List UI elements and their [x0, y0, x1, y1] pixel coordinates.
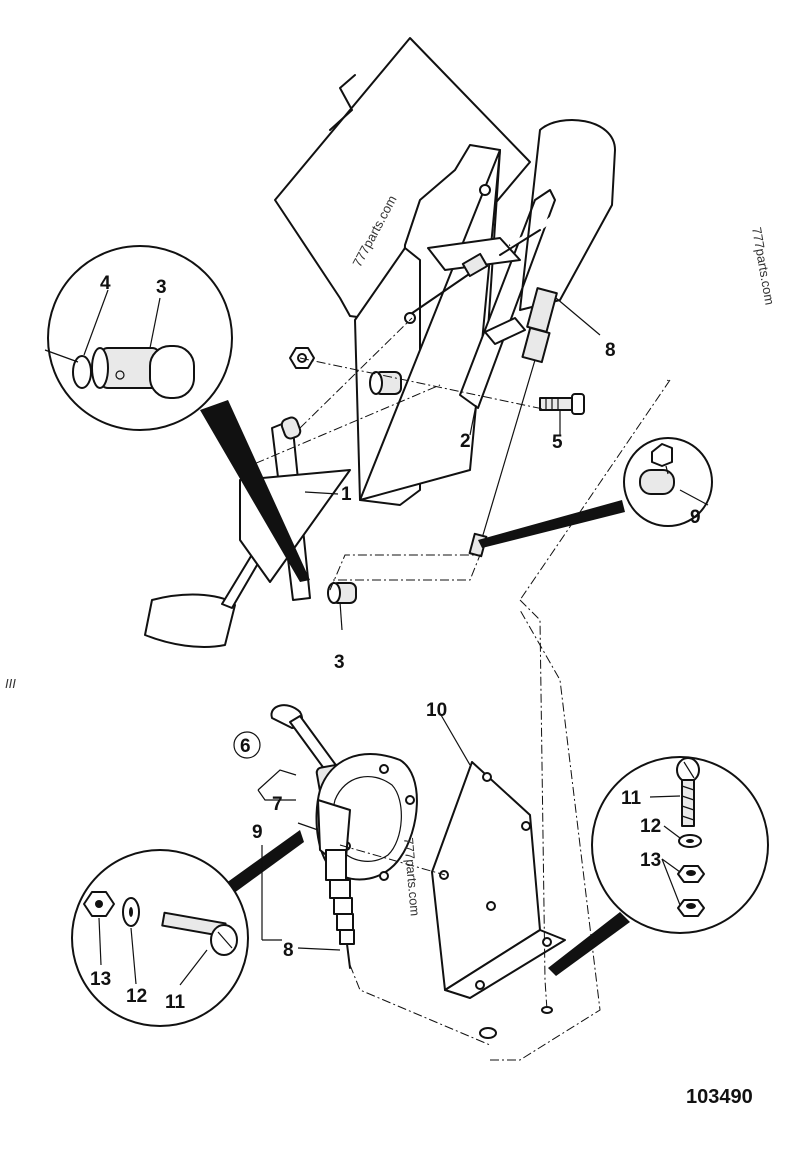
callout-5: 5: [552, 432, 563, 453]
callout-4: 4: [100, 273, 111, 294]
callout-3-lower: 3: [334, 652, 345, 673]
hand-throttle-unit: [270, 704, 418, 969]
callout-3-detail: 3: [156, 277, 167, 298]
callout-11-left: 11: [165, 992, 186, 1013]
pivot-pin-upper: [369, 371, 402, 395]
watermark-right: 777parts.com: [749, 226, 777, 306]
callout-13-left: 13: [90, 969, 111, 990]
edge-mark: III: [5, 676, 16, 691]
watermark-lower: 777parts.com: [401, 837, 423, 917]
callout-12-left: 12: [126, 986, 147, 1007]
callout-8-upper: 8: [605, 340, 616, 361]
leaders-lower: [257, 714, 471, 951]
callout-6: 6: [240, 736, 251, 757]
callout-10: 10: [426, 700, 447, 721]
callout-6-ring: [233, 731, 261, 759]
centre-lines-lower: [339, 599, 601, 1061]
cable-housing: [468, 118, 698, 558]
callout-11-right: 11: [621, 788, 642, 809]
callout-12-right: 12: [640, 816, 661, 837]
callout-labels: 1 2 3 3 4 5 6 7 8 8 9 9 10 11 11 12 12 1…: [90, 273, 701, 1013]
mounting-plate: [354, 144, 501, 506]
callout-9-lower: 9: [252, 822, 263, 843]
callout-7: 7: [272, 794, 283, 815]
detail-circle-fasteners-right: [548, 756, 769, 976]
callout-8-lower: 8: [283, 940, 294, 961]
leaders-upper: [304, 297, 601, 631]
callout-1: 1: [341, 484, 352, 505]
detail-circle-fasteners-left: [71, 830, 304, 1027]
detail-circle-clamp: [478, 437, 713, 548]
bolt-5: [539, 393, 585, 415]
cable-rod: [404, 229, 541, 324]
cable-bracket: [427, 189, 556, 409]
detail-circle-pin: [44, 245, 310, 582]
callout-13-right: 13: [640, 850, 661, 871]
centre-lines-upper: [239, 317, 671, 601]
callout-2: 2: [460, 431, 471, 452]
figure-number: 103490: [686, 1086, 753, 1108]
callout-9-detail: 9: [690, 507, 701, 528]
